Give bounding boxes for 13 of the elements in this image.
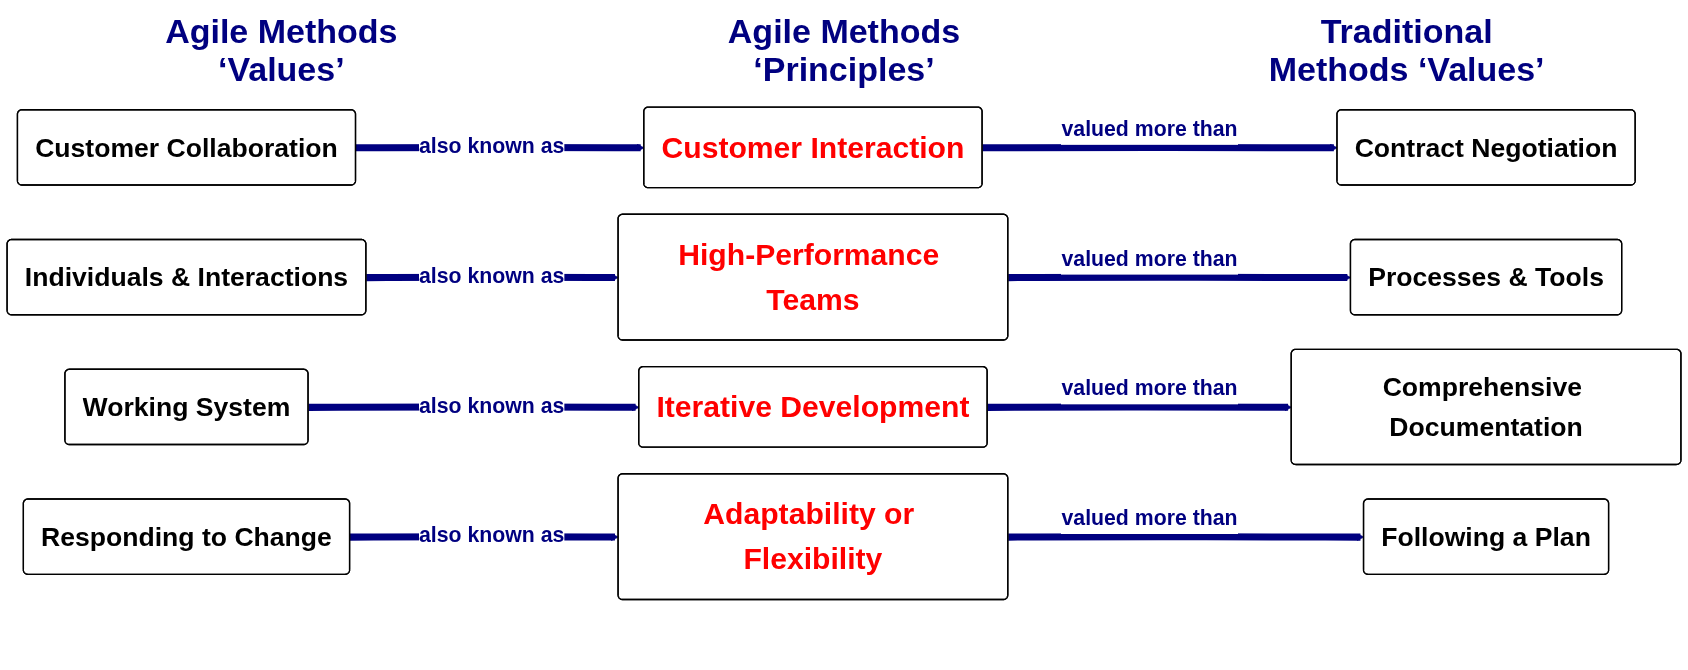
arrow bbox=[982, 143, 1338, 152]
column-heading: Agile Methods ‘Principles’ bbox=[726, 12, 962, 88]
edge-label: valued more than bbox=[1061, 246, 1238, 271]
edge-label: also known as bbox=[419, 263, 565, 288]
arrow bbox=[987, 403, 1292, 412]
column-heading: Agile Methods ‘Values’ bbox=[164, 12, 399, 88]
edge-label: also known as bbox=[419, 522, 565, 547]
edge-label: also known as bbox=[419, 133, 565, 158]
edge-label: also known as bbox=[419, 393, 565, 418]
column-heading: Traditional Methods ‘Values’ bbox=[1267, 12, 1546, 88]
edge-label: valued more than bbox=[1061, 505, 1238, 530]
edge-label: valued more than bbox=[1061, 375, 1238, 400]
edge-label: valued more than bbox=[1061, 116, 1238, 141]
